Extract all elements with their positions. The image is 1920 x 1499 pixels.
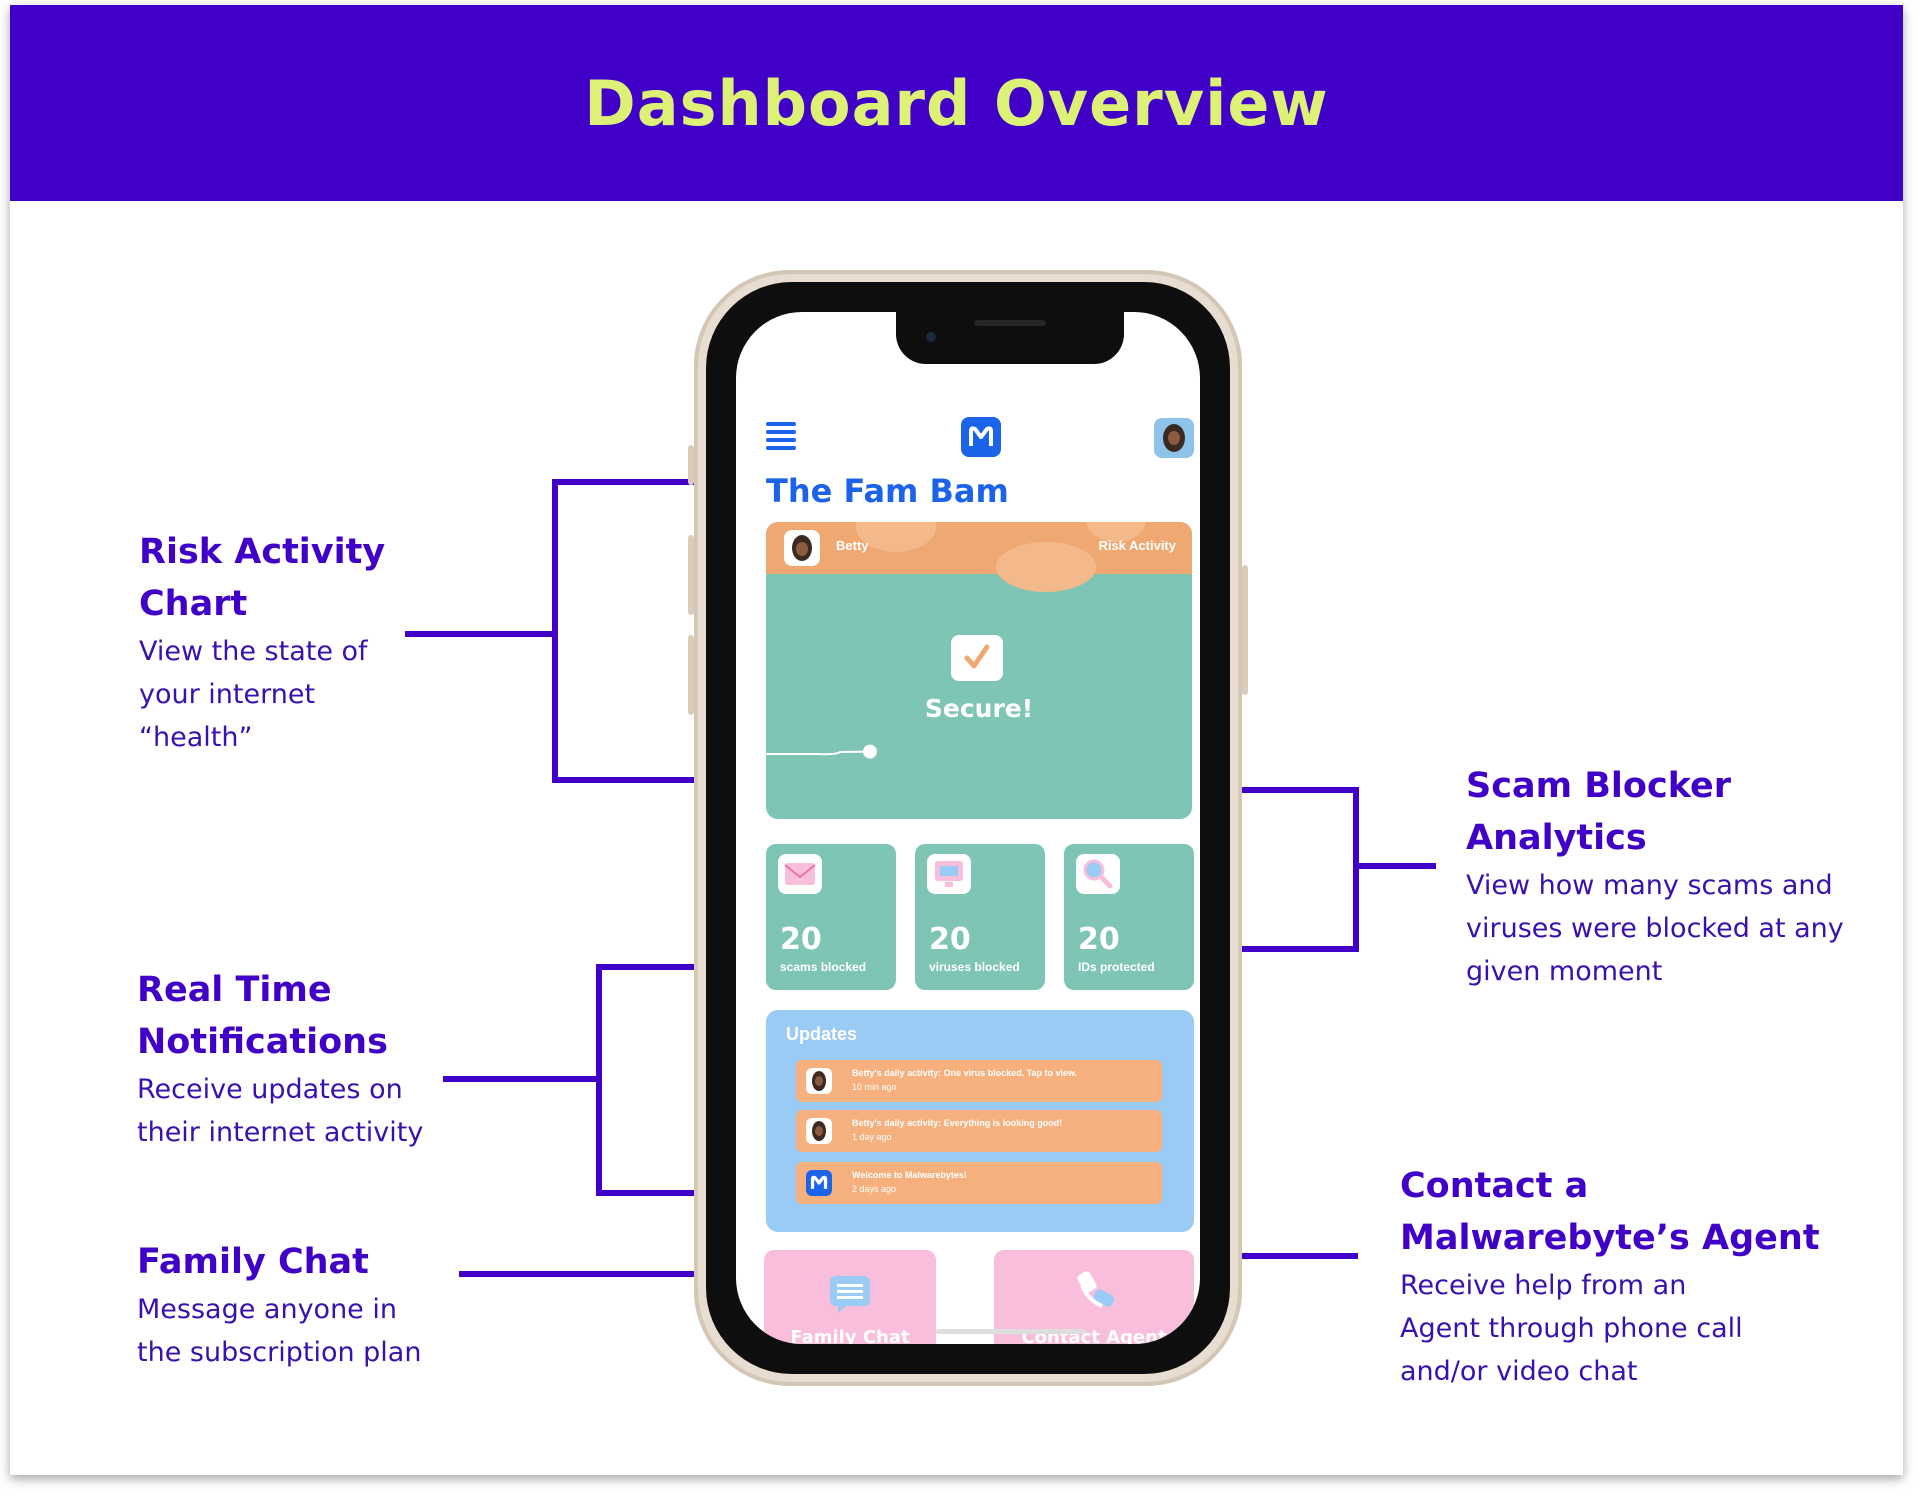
update-time: 10 min ago	[852, 1082, 897, 1092]
connector-agent	[1173, 1253, 1358, 1259]
update-time: 2 days ago	[852, 1184, 897, 1194]
family-chat-button[interactable]: Family Chat	[764, 1250, 936, 1344]
phone-icon	[1070, 1268, 1120, 1321]
update-item[interactable]: Welcome to Malwarebytes! 2 days ago	[796, 1162, 1162, 1204]
annotation-description: “health”	[139, 722, 253, 753]
connector-risk	[405, 631, 555, 637]
annotation-description: View the state of	[139, 636, 368, 667]
betty-avatar	[806, 1118, 832, 1144]
stat-label: viruses blocked	[929, 960, 1020, 974]
home-indicator	[936, 1329, 1086, 1334]
phone-power-button	[1242, 565, 1248, 695]
magnifier-icon	[1076, 854, 1120, 894]
envelope-icon	[778, 854, 822, 894]
risk-card-user: Betty	[836, 538, 869, 553]
bracket-notifications-bottom	[596, 1190, 750, 1196]
annotation-title: Chart	[139, 584, 248, 624]
annotation-title: Analytics	[1466, 818, 1647, 858]
profile-avatar[interactable]	[1154, 418, 1194, 458]
update-message: Betty's daily activity: Everything is lo…	[852, 1118, 1063, 1128]
update-message: Welcome to Malwarebytes!	[852, 1170, 967, 1180]
updates-panel: Updates Betty's daily activity: One viru…	[766, 1010, 1194, 1232]
update-message: Betty's daily activity: One virus blocke…	[852, 1068, 1078, 1078]
annotation-title: Contact a	[1400, 1166, 1589, 1206]
annotation-description: Receive help from an	[1400, 1270, 1687, 1301]
annotation-description: your internet	[139, 679, 316, 710]
malwarebytes-logo-icon	[961, 417, 1001, 457]
annotation-description: View how many scams and	[1466, 870, 1833, 901]
phone-mockup: The Fam Bam Betty Risk Activity Secure!	[688, 270, 1248, 1386]
bracket-scam	[1353, 787, 1359, 952]
phone-notch	[896, 312, 1124, 364]
bracket-scam-top	[1207, 787, 1359, 793]
annotation-title: Malwarebyte’s Agent	[1400, 1218, 1820, 1258]
stat-value: 20	[929, 922, 971, 957]
annotation-contact-agent: Contact a Malwarebyte’s Agent Receive he…	[1400, 1160, 1820, 1393]
annotation-description: and/or video chat	[1400, 1356, 1638, 1387]
phone-volume-button	[688, 535, 694, 615]
stat-card-ids[interactable]: 20 IDs protected	[1064, 844, 1194, 990]
bracket-notifications	[596, 964, 602, 1196]
risk-card-header: Betty Risk Activity	[766, 522, 1192, 592]
updates-title: Updates	[786, 1024, 858, 1044]
monitor-icon	[927, 854, 971, 894]
annotation-description: the subscription plan	[137, 1337, 422, 1368]
stat-value: 20	[780, 922, 822, 957]
app-screen: The Fam Bam Betty Risk Activity Secure!	[736, 312, 1200, 1344]
connector-scam	[1353, 863, 1436, 869]
connector-notifications	[443, 1076, 599, 1082]
contact-agent-button[interactable]: Contact Agent	[994, 1250, 1194, 1344]
menu-icon[interactable]	[766, 422, 796, 450]
annotation-description: Agent through phone call	[1400, 1313, 1743, 1344]
annotation-title: Risk Activity	[139, 532, 386, 572]
update-item[interactable]: Betty's daily activity: Everything is lo…	[796, 1110, 1162, 1152]
malwarebytes-logo-icon	[806, 1170, 832, 1196]
bracket-risk	[552, 479, 558, 783]
annotation-title: Real Time	[137, 970, 332, 1010]
annotation-risk-activity: Risk Activity Chart View the state of yo…	[139, 526, 385, 759]
annotation-title: Scam Blocker	[1466, 766, 1732, 806]
header-banner: Dashboard Overview	[10, 5, 1903, 201]
annotation-description: Message anyone in	[137, 1294, 397, 1325]
bracket-risk-top	[552, 479, 742, 485]
update-time: 1 day ago	[852, 1132, 892, 1142]
risk-card-label: Risk Activity	[1098, 538, 1176, 553]
checkmark-icon	[951, 635, 1003, 681]
phone-volume-button	[688, 635, 694, 715]
annotation-real-time-notifications: Real Time Notifications Receive updates …	[137, 964, 423, 1154]
annotation-description: Receive updates on	[137, 1074, 403, 1105]
annotation-description: given moment	[1466, 956, 1663, 987]
camera-icon	[926, 332, 936, 342]
annotation-family-chat: Family Chat Message anyone in the subscr…	[137, 1236, 421, 1374]
annotation-description: viruses were blocked at any	[1466, 913, 1844, 944]
stat-card-viruses[interactable]: 20 viruses blocked	[915, 844, 1045, 990]
risk-activity-marker	[863, 744, 877, 759]
annotation-title: Family Chat	[137, 1242, 369, 1282]
stat-label: scams blocked	[780, 960, 867, 974]
betty-avatar	[806, 1068, 832, 1094]
page-title: Dashboard Overview	[584, 66, 1329, 140]
annotation-title: Notifications	[137, 1022, 388, 1062]
speaker-grille	[974, 320, 1046, 326]
update-item[interactable]: Betty's daily activity: One virus blocke…	[796, 1060, 1162, 1102]
risk-activity-card[interactable]: Betty Risk Activity Secure!	[766, 522, 1192, 819]
stat-card-scams[interactable]: 20 scams blocked	[766, 844, 896, 990]
betty-avatar	[784, 530, 820, 566]
risk-activity-line	[766, 744, 877, 759]
chat-bubble-icon	[828, 1274, 872, 1319]
stat-value: 20	[1078, 922, 1120, 957]
phone-bezel: The Fam Bam Betty Risk Activity Secure!	[706, 282, 1230, 1374]
annotation-scam-blocker: Scam Blocker Analytics View how many sca…	[1466, 760, 1844, 993]
bracket-notifications-top	[596, 964, 750, 970]
family-chat-label: Family Chat	[790, 1327, 910, 1344]
bracket-scam-bottom	[1207, 946, 1359, 952]
stat-label: IDs protected	[1078, 960, 1155, 974]
bracket-risk-bottom	[552, 777, 742, 783]
phone-side-button	[688, 445, 694, 485]
security-status: Secure!	[924, 694, 1034, 723]
annotation-description: their internet activity	[137, 1117, 424, 1148]
family-group-title: The Fam Bam	[766, 472, 1009, 510]
connector-family-chat	[459, 1271, 775, 1277]
